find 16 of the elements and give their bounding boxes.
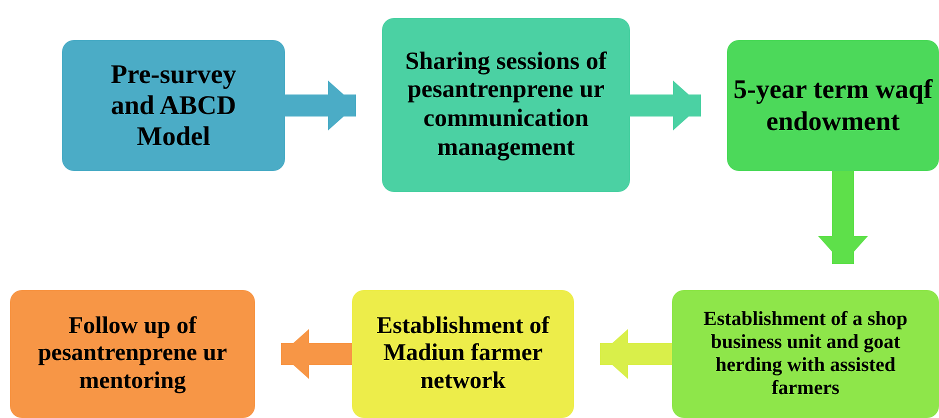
box-text: 5-year term waqf endowment: [733, 74, 933, 137]
process-box: [10, 290, 255, 418]
box-text: Pre-survey and ABCD Model: [110, 58, 238, 152]
process-box: [672, 290, 939, 418]
block-arrow: [818, 171, 868, 264]
process-box: [352, 290, 574, 418]
block-arrow: [630, 80, 701, 130]
block-arrow: [281, 329, 352, 379]
box-text: Establishment of a shop business unit and goat herding with assisted farmers: [702, 308, 908, 400]
box-text: Follow up of pesantrenprene ur mentoring: [36, 312, 228, 396]
box-text: Establishment of Madiun farmer network: [376, 312, 551, 396]
process-box: [727, 40, 939, 171]
process-box: [382, 18, 630, 192]
box-text: Sharing sessions of pesantrenprene ur communication management: [404, 48, 608, 162]
process-box: [62, 40, 285, 171]
block-arrow: [285, 80, 356, 130]
